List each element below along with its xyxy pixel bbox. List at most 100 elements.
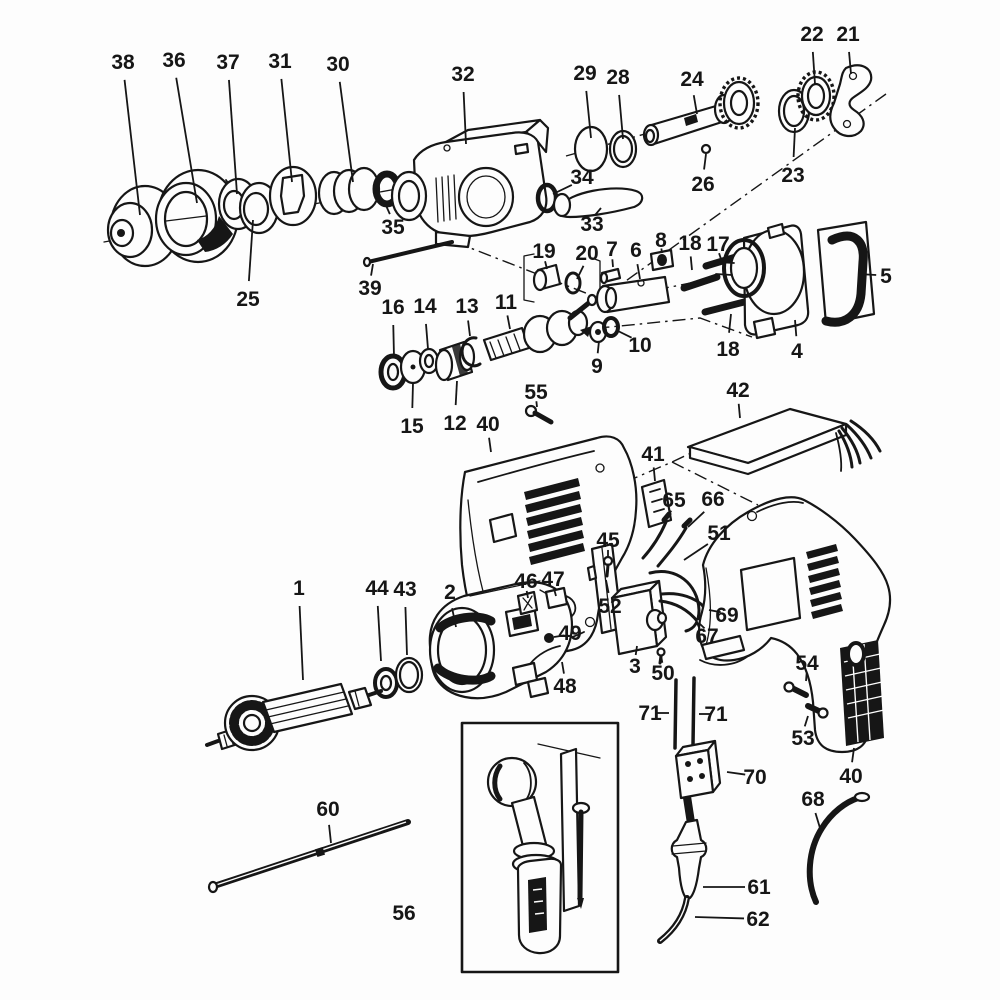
callout-44: 44 xyxy=(365,577,389,662)
callout-18: 18 xyxy=(716,313,740,361)
part-plate-41 xyxy=(640,478,673,529)
part-number-label-53: 53 xyxy=(791,727,814,750)
leader-line-11 xyxy=(506,315,511,330)
callout-15: 15 xyxy=(400,382,424,438)
leader-line-51 xyxy=(683,543,709,561)
part-number-label-33: 33 xyxy=(580,213,603,236)
part-bearing-44 xyxy=(373,667,399,699)
part-number-label-10: 10 xyxy=(628,334,651,357)
callout-3: 3 xyxy=(629,645,641,678)
leader-line-18 xyxy=(689,256,693,271)
part-number-label-1: 1 xyxy=(293,577,305,600)
part-number-label-3: 3 xyxy=(629,655,641,678)
leader-line-52 xyxy=(605,579,610,594)
callout-56: 56 xyxy=(392,902,415,925)
part-number-label-4: 4 xyxy=(791,340,803,363)
part-pin-18a xyxy=(680,273,721,292)
part-chuck-body-36 xyxy=(154,168,240,264)
leader-line-48 xyxy=(561,661,565,674)
leader-line-18 xyxy=(728,313,732,333)
callout-37: 37 xyxy=(216,51,240,195)
part-number-label-49: 49 xyxy=(558,622,581,645)
part-spindle-24 xyxy=(642,76,760,147)
callout-51: 51 xyxy=(683,522,731,561)
leader-line-31 xyxy=(280,78,293,183)
part-brush-48 xyxy=(511,645,561,699)
leader-line-23 xyxy=(792,127,796,158)
callout-12: 12 xyxy=(443,380,467,435)
leader-line-67 xyxy=(699,623,706,629)
callout-22: 22 xyxy=(800,23,824,85)
callout-17: 17 xyxy=(706,233,730,260)
callout-40: 40 xyxy=(476,413,500,453)
leader-line-69 xyxy=(708,609,721,614)
part-cord-guard-61 xyxy=(670,796,708,900)
callout-46: 46 xyxy=(514,570,538,599)
leader-line-29 xyxy=(585,90,592,139)
callout-2: 2 xyxy=(444,581,457,628)
part-number-label-55: 55 xyxy=(524,381,548,404)
leader-line-25 xyxy=(247,219,254,282)
leader-line-2 xyxy=(451,608,457,628)
leader-line-15 xyxy=(411,382,414,409)
callout-13: 13 xyxy=(455,295,479,337)
part-number-label-71: 71 xyxy=(638,702,662,725)
callout-35: 35 xyxy=(381,200,405,239)
part-number-label-22: 22 xyxy=(800,23,823,46)
leader-line-54 xyxy=(805,673,808,682)
part-brush-holder-47 xyxy=(544,586,577,617)
part-number-label-21: 21 xyxy=(836,23,860,46)
part-armature-1 xyxy=(205,682,383,752)
part-number-label-34: 34 xyxy=(570,166,594,189)
leader-line-68 xyxy=(814,812,821,829)
part-depth-rod-60 xyxy=(207,819,411,894)
leader-line-42 xyxy=(737,403,741,419)
callout-43: 43 xyxy=(393,578,417,656)
part-number-label-15: 15 xyxy=(400,415,424,438)
part-washers-37-25 xyxy=(217,177,280,235)
leader-line-44 xyxy=(376,605,382,662)
callout-4: 4 xyxy=(791,319,803,363)
leader-line-55 xyxy=(535,401,538,408)
part-pin-26 xyxy=(700,143,712,155)
leader-line-14 xyxy=(425,323,429,350)
callout-68: 68 xyxy=(801,788,825,829)
leader-line-41 xyxy=(652,467,656,482)
callout-42: 42 xyxy=(726,379,750,419)
part-number-label-56: 56 xyxy=(392,902,415,925)
part-number-label-5: 5 xyxy=(880,265,892,288)
part-number-label-67: 67 xyxy=(695,625,718,648)
part-cable-clip-68 xyxy=(806,791,871,905)
callout-31: 31 xyxy=(268,50,293,183)
callout-20: 20 xyxy=(575,242,599,280)
callout-19: 19 xyxy=(532,240,556,270)
callout-23: 23 xyxy=(781,127,805,187)
part-number-label-19: 19 xyxy=(532,240,555,263)
leader-line-65 xyxy=(665,510,672,521)
part-nut-8 xyxy=(649,248,675,272)
leader-line-36 xyxy=(175,77,198,204)
part-number-label-14: 14 xyxy=(413,295,437,318)
leader-line-49 xyxy=(553,634,565,638)
part-number-label-9: 9 xyxy=(591,355,603,378)
callout-60: 60 xyxy=(316,798,340,844)
leader-line-53 xyxy=(803,715,809,727)
part-shaft-11 xyxy=(482,293,598,362)
callout-16: 16 xyxy=(381,296,405,358)
part-number-label-48: 48 xyxy=(553,675,577,698)
callout-70: 70 xyxy=(726,766,767,789)
part-rings-30 xyxy=(317,166,381,216)
part-screw-55 xyxy=(524,404,554,425)
part-number-label-17: 17 xyxy=(706,233,729,256)
callout-34: 34 xyxy=(552,166,594,195)
leader-line-70 xyxy=(726,771,746,776)
part-gear-housing-32 xyxy=(390,118,550,249)
callout-10: 10 xyxy=(615,329,652,357)
callout-69: 69 xyxy=(708,604,739,627)
callout-53: 53 xyxy=(791,715,815,750)
part-number-label-20: 20 xyxy=(575,242,598,265)
part-cord-62 xyxy=(657,895,690,944)
part-number-label-26: 26 xyxy=(691,173,714,196)
leader-line-1 xyxy=(298,605,304,681)
